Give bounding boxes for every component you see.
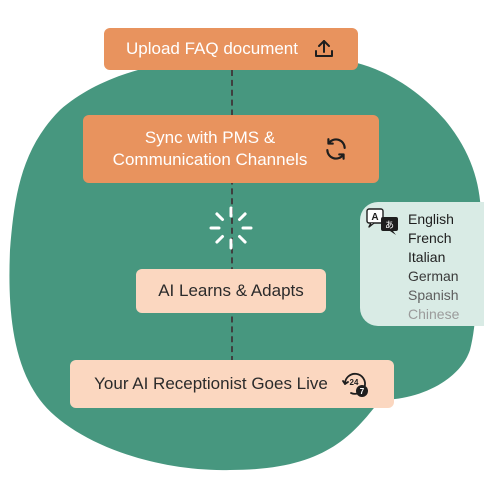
- step-upload-faq-label: Upload FAQ document: [126, 39, 298, 58]
- step-sync-pms-label: Sync with PMS & Communication Channels: [113, 127, 308, 171]
- 24-7-icon: 24 7: [340, 369, 370, 399]
- language-list: English French Italian German Spanish Ch…: [408, 210, 459, 324]
- language-item: Italian: [408, 249, 446, 265]
- step-ai-live-label: Your AI Receptionist Goes Live: [94, 374, 328, 393]
- language-item: Spanish: [408, 287, 459, 303]
- step-sync-pms[interactable]: Sync with PMS & Communication Channels: [83, 115, 379, 183]
- step-ai-learns-label: AI Learns & Adapts: [158, 281, 304, 300]
- language-item: Chinese: [408, 306, 460, 322]
- translate-icon: A あ: [366, 208, 398, 235]
- language-item: German: [408, 268, 459, 284]
- upload-icon: [312, 37, 336, 61]
- svg-text:A: A: [371, 212, 378, 223]
- step-sync-pms-line2: Communication Channels: [112, 150, 308, 169]
- step-ai-live[interactable]: Your AI Receptionist Goes Live 24 7: [70, 360, 394, 408]
- 24-7-badge-bottom: 7: [360, 387, 365, 396]
- language-item: English: [408, 211, 454, 227]
- 24-7-badge-top: 24: [349, 378, 358, 387]
- sync-icon: [323, 136, 349, 162]
- loading-spinner-icon: [209, 206, 253, 250]
- step-sync-pms-line1: Sync with PMS &: [144, 128, 276, 147]
- language-item: French: [408, 230, 452, 246]
- step-upload-faq[interactable]: Upload FAQ document: [104, 28, 358, 70]
- step-ai-learns[interactable]: AI Learns & Adapts: [136, 269, 326, 313]
- svg-text:あ: あ: [385, 220, 394, 231]
